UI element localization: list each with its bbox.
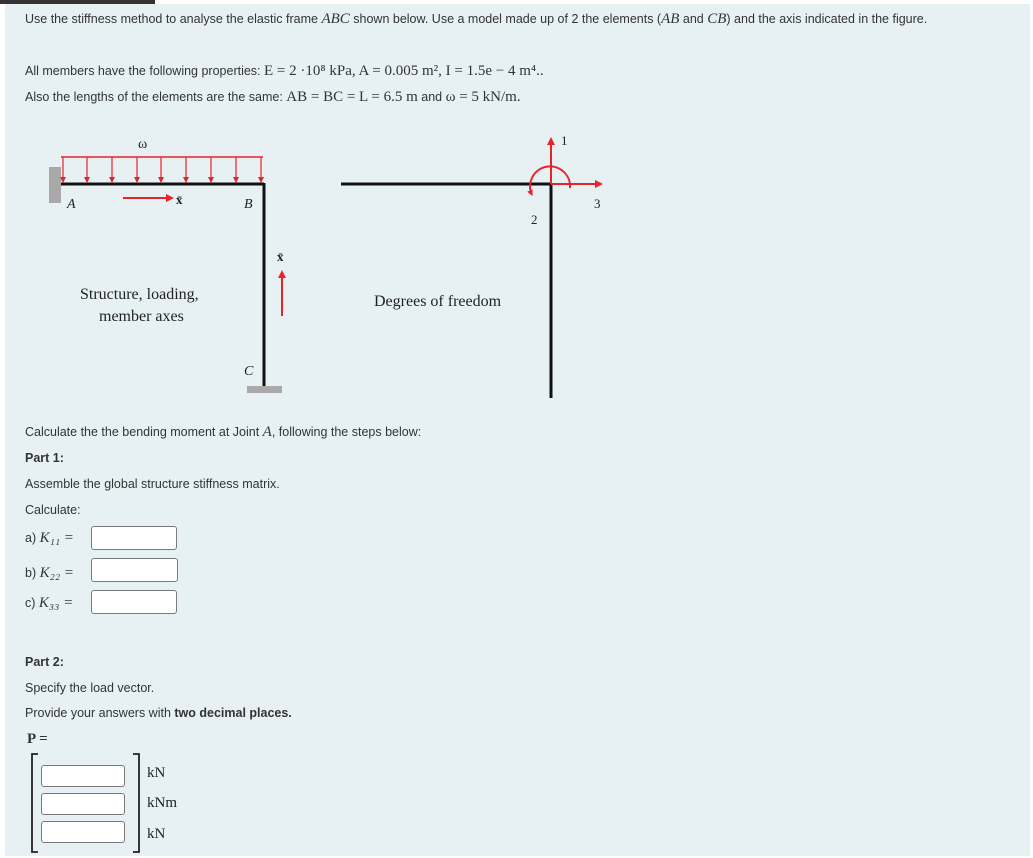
right-caption: Degrees of freedom xyxy=(374,293,502,310)
k11-label: a) K₁₁ = xyxy=(25,530,74,546)
joint-b-label: B xyxy=(244,197,253,212)
k11-input[interactable] xyxy=(91,526,177,550)
intro-line-3: Also the lengths of the elements are the… xyxy=(25,89,521,105)
left-caption-line-2: member axes xyxy=(99,308,184,325)
question-intro: Calculate the the bending moment at Join… xyxy=(25,424,422,440)
left-caption-line-1: Structure, loading, xyxy=(80,286,199,303)
dof-2-rotation-arrow xyxy=(527,165,572,196)
k33-label: c) K₃₃ = xyxy=(25,595,74,611)
fixed-support-a xyxy=(49,167,61,203)
top-progress-fill xyxy=(0,0,155,4)
k33-input[interactable] xyxy=(91,590,177,614)
dof-2-label: 2 xyxy=(531,212,538,227)
p3-input[interactable] xyxy=(41,821,125,843)
part2-title: Part 2: xyxy=(25,655,64,669)
member-ab-axis-label: x̄ xyxy=(176,192,183,207)
p3-unit: kN xyxy=(147,826,166,842)
omega-label: ω xyxy=(138,137,147,152)
member-cb-axis-label: x̄ xyxy=(277,249,284,264)
k22-label: b) K₂₂ = xyxy=(25,565,74,581)
p1-input[interactable] xyxy=(41,765,125,787)
intro-line-2: All members have the following propertie… xyxy=(25,63,544,79)
dof-3-label: 3 xyxy=(594,196,601,211)
joint-a-label: A xyxy=(66,197,76,212)
part1-description: Assemble the global structure stiffness … xyxy=(25,477,280,491)
fixed-support-c xyxy=(247,386,282,393)
distributed-load xyxy=(60,156,264,183)
question-panel xyxy=(5,4,1030,856)
dof-1-label: 1 xyxy=(561,133,568,148)
k22-input[interactable] xyxy=(91,558,178,582)
frame-figure: ω A B C x̄ x̄ 1 3 2 Structure, loading, … xyxy=(49,133,603,398)
joint-c-label: C xyxy=(244,364,254,379)
top-progress-strip xyxy=(0,0,1033,4)
p2-input[interactable] xyxy=(41,793,125,815)
precision-note: Provide your answers with two decimal pl… xyxy=(25,706,292,720)
p1-unit: kN xyxy=(147,765,166,781)
part2-description: Specify the load vector. xyxy=(25,681,155,695)
p2-unit: kNm xyxy=(147,795,177,811)
calculate-label: Calculate: xyxy=(25,503,81,517)
p-vector-label: P = xyxy=(27,731,48,747)
intro-line-1: Use the stiffness method to analyse the … xyxy=(25,11,928,27)
part1-title: Part 1: xyxy=(25,451,64,465)
